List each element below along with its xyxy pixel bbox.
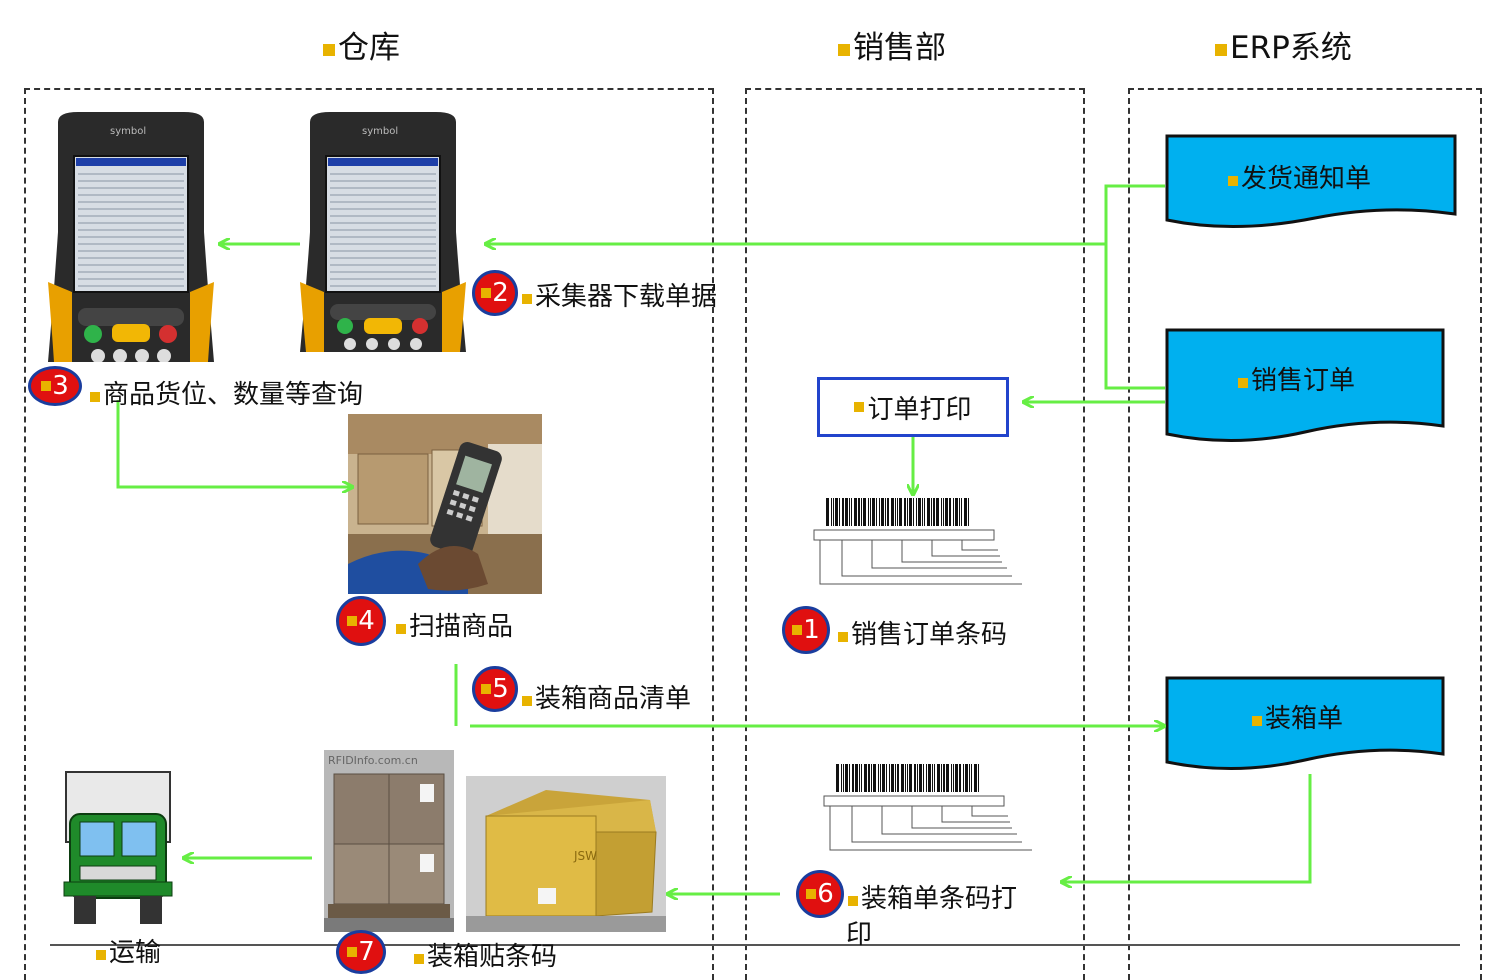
bullet-icon — [1252, 716, 1262, 726]
doc-packing-list-shape — [1165, 676, 1445, 770]
order-print-box: 订单打印 — [817, 377, 1009, 437]
pallet-photo-icon: RFIDInfo.com.cn — [324, 750, 454, 932]
bullet-icon — [792, 625, 803, 635]
lane-warehouse — [24, 88, 714, 980]
bullet-icon — [41, 381, 52, 391]
bullet-icon — [414, 954, 424, 964]
handheld-terminal-1-icon: symbol — [48, 112, 214, 362]
step-badge-4: 4 — [336, 596, 386, 646]
column-title-sales: 销售部 — [838, 22, 946, 67]
barcode-packing-icon — [823, 764, 1032, 851]
label-scan: 扫描商品 — [396, 606, 513, 643]
label-packing-items: 装箱商品清单 — [522, 678, 691, 715]
arrow-erp-trunk — [1104, 184, 1165, 390]
label-packing-barcode-print-line2: 印 — [846, 920, 873, 950]
truck-icon — [63, 771, 173, 924]
bullet-icon — [481, 288, 492, 298]
doc-packing-list: 装箱单 — [1252, 698, 1343, 735]
step-badge-3: 3 — [28, 366, 82, 406]
step-badge-1: 1 — [782, 606, 830, 654]
bullet-icon — [396, 624, 406, 634]
column-title-erp: ERP系统 — [1215, 22, 1352, 67]
barcode-sales-order-icon — [813, 498, 1022, 585]
bullet-icon — [854, 402, 865, 412]
step-badge-6: 6 — [796, 870, 844, 918]
box-print: JSW — [573, 849, 597, 863]
bullet-icon — [481, 684, 492, 694]
bullet-icon — [90, 392, 100, 402]
label-box-barcode: 装箱贴条码 — [414, 936, 557, 973]
lane-erp — [1128, 88, 1482, 980]
step-badge-2: 2 — [472, 270, 518, 316]
bottom-divider — [50, 944, 1460, 946]
device-brand-1: symbol — [110, 126, 146, 137]
bullet-icon — [838, 632, 848, 642]
label-download: 采集器下载单据 — [522, 276, 717, 313]
arrow-packing-to-barcode-print — [1062, 774, 1312, 882]
bullet-icon — [1238, 378, 1248, 388]
label-transport: 运输 — [96, 932, 161, 969]
bullet-icon — [806, 889, 817, 899]
bullet-icon — [1228, 176, 1238, 186]
doc-delivery-notice: 发货通知单 — [1228, 158, 1371, 195]
bullet-icon — [838, 44, 850, 56]
label-query: 商品货位、数量等查询 — [90, 374, 363, 411]
column-title-warehouse: 仓库 — [323, 22, 400, 67]
step-badge-7: 7 — [336, 930, 386, 974]
bullet-icon — [347, 947, 358, 957]
arrow-query-to-scan — [116, 400, 352, 487]
bullet-icon — [323, 44, 335, 56]
bullet-icon — [96, 950, 106, 960]
label-packing-barcode-print: 装箱单条码打 — [848, 878, 1017, 915]
doc-delivery-notice-shape — [1165, 134, 1457, 229]
scanning-photo-icon — [348, 414, 542, 594]
device-brand-2: symbol — [362, 126, 398, 137]
bullet-icon — [522, 696, 532, 706]
doc-sales-order-shape — [1165, 328, 1445, 442]
bullet-icon — [1215, 44, 1227, 56]
bullet-icon — [522, 294, 532, 304]
bullet-icon — [848, 896, 858, 906]
bullet-icon — [347, 616, 358, 626]
doc-sales-order: 销售订单 — [1238, 360, 1355, 397]
packed-box-photo-icon: JSW — [466, 776, 666, 932]
label-sales-order-barcode: 销售订单条码 — [838, 614, 1007, 651]
step-badge-5: 5 — [472, 666, 518, 712]
handheld-terminal-2-icon: symbol — [300, 112, 466, 352]
photo-watermark: RFIDInfo.com.cn — [328, 754, 418, 767]
lane-sales — [745, 88, 1085, 980]
